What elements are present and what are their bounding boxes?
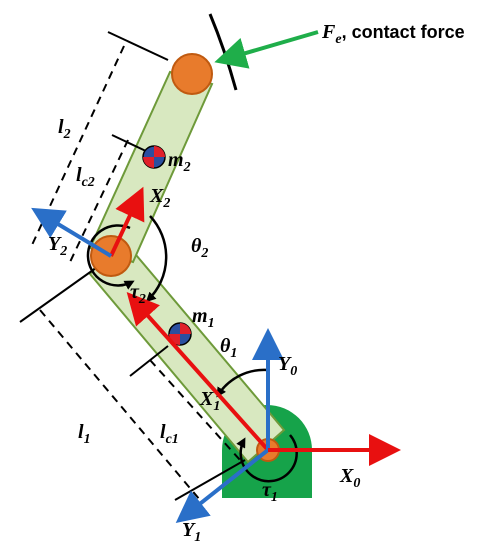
y1-label: Y1 [182, 519, 201, 545]
y2-label: Y2 [48, 233, 67, 259]
tau2-label: τ2 [130, 281, 146, 307]
tip-joint [171, 53, 213, 95]
y0-label: Y0 [278, 353, 297, 379]
theta2-arc [145, 215, 168, 303]
contact-force-label: Fe, contact force [321, 21, 465, 47]
lc1-top-tick [129, 345, 169, 377]
lc2-dim-line [69, 139, 129, 263]
lc2-top-tick [111, 134, 149, 153]
theta1-label: θ1 [220, 335, 237, 361]
contact-surface [208, 13, 238, 91]
x0-label: X0 [339, 465, 360, 491]
theta2-label: θ2 [191, 235, 208, 261]
y2-axis-arrow [31, 207, 113, 258]
lc2-label: lc2 [76, 164, 95, 190]
l1-label: l1 [78, 421, 91, 447]
m1-label: m1 [192, 305, 215, 331]
tau2-arc [86, 224, 135, 290]
mass-1-icon [168, 322, 192, 346]
x2-label: X2 [149, 185, 170, 211]
l2-label: l2 [58, 116, 71, 142]
m2-label: m2 [168, 149, 191, 175]
l2-top-tick [107, 31, 169, 61]
x2-axis-arrow [109, 186, 145, 257]
contact-force-arrow [214, 30, 319, 69]
theta1-arc [216, 368, 269, 398]
lc1-dim-line [149, 359, 241, 461]
y1-axis-arrow [175, 448, 270, 523]
mass-2-icon [142, 145, 166, 169]
lc1-label: lc1 [160, 421, 179, 447]
tau1-label: τ1 [262, 479, 278, 505]
x1-axis-arrow [126, 292, 270, 452]
x1-label: X1 [199, 388, 220, 414]
